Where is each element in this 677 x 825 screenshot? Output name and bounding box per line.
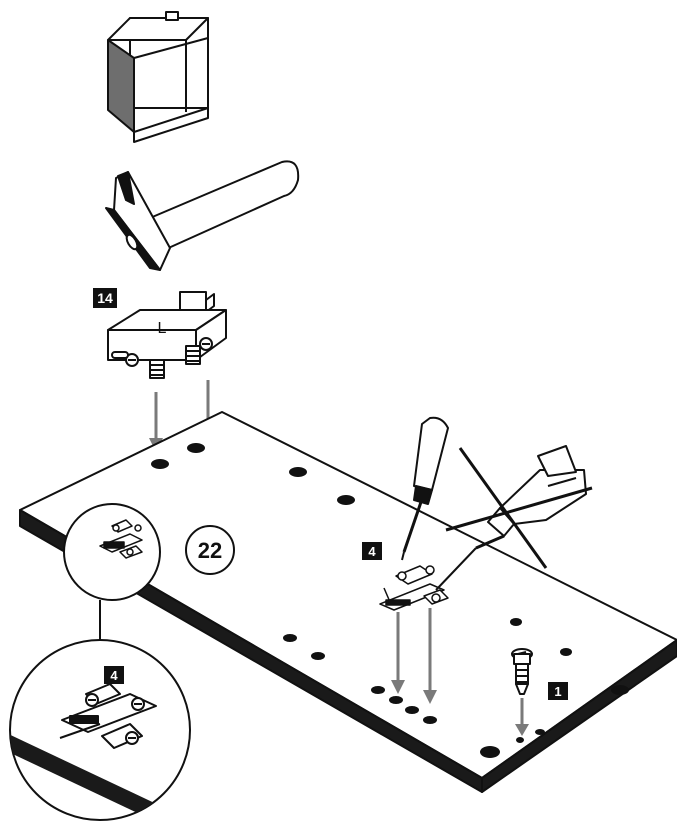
hammer-icon <box>105 160 300 271</box>
cam-bolt-icon <box>511 648 533 695</box>
panel-holes <box>151 443 629 758</box>
mounting-plate-icon <box>379 565 449 611</box>
hinge-count-badge: 14 <box>93 288 117 308</box>
hinge-count-text: 14 <box>97 290 113 306</box>
detail-count-text: 4 <box>110 668 118 683</box>
detail-magnified-view: 4 <box>9 639 191 821</box>
screwdriver-icon <box>401 416 449 561</box>
plate-count-badge: 4 <box>362 542 382 560</box>
panel-edge-right <box>481 639 677 793</box>
cabinet-icon <box>107 11 209 143</box>
drill-icon <box>435 445 587 591</box>
step-number-text: 22 <box>198 538 222 563</box>
cam-count-badge: 1 <box>548 682 568 700</box>
hinge-icon <box>107 291 227 379</box>
plate-count-text: 4 <box>368 544 376 559</box>
step-number-badge: 22 <box>185 525 235 575</box>
cam-arrow <box>515 698 529 736</box>
mounting-plate-icon <box>99 519 143 559</box>
plate-arrows <box>391 608 437 704</box>
cam-count-text: 1 <box>554 684 561 699</box>
cross-out-icon <box>445 447 593 569</box>
hinge-side-letter: L <box>158 320 167 337</box>
